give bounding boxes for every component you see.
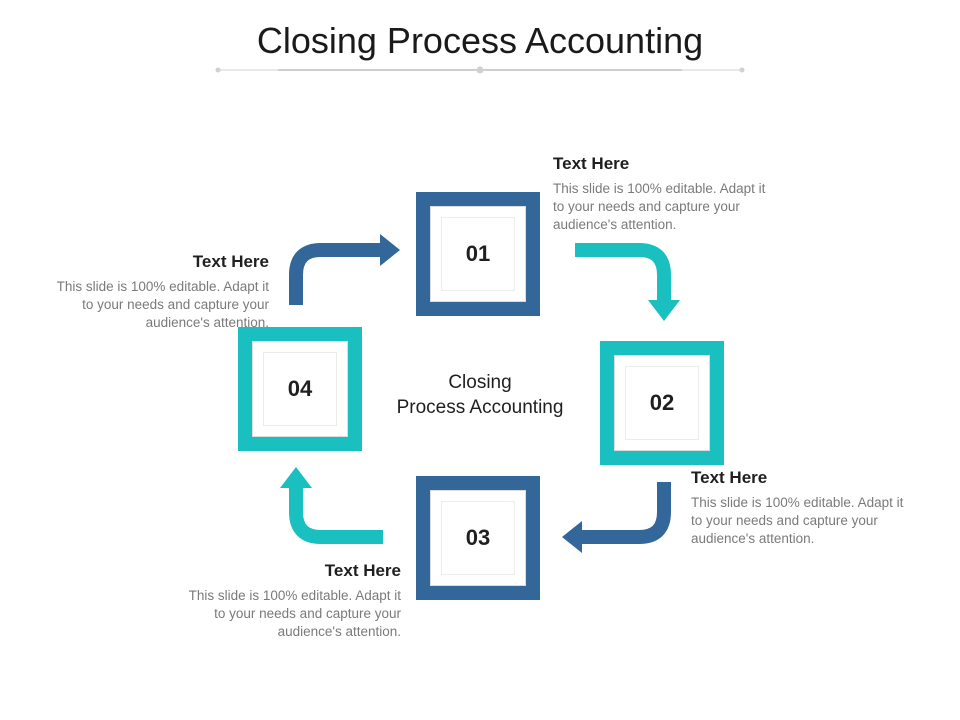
step-03-box: 03 [416, 476, 540, 600]
note-01-body: This slide is 100% editable. Adapt it to… [553, 181, 766, 232]
step-04-number: 04 [287, 376, 313, 401]
note-03: Text Here This slide is 100% editable. A… [176, 561, 401, 641]
note-02-heading: Text Here [691, 468, 768, 487]
step-03-number: 03 [465, 525, 491, 550]
note-04-body: This slide is 100% editable. Adapt it to… [56, 279, 269, 330]
arrow-02-to-03 [562, 482, 671, 553]
arrow-04-to-01 [289, 234, 400, 305]
center-label-line2: Process Accounting [396, 397, 564, 418]
note-04: Text Here This slide is 100% editable. A… [44, 252, 269, 332]
note-01-heading: Text Here [553, 154, 630, 173]
center-label-line1: Closing [448, 372, 512, 393]
step-04-box: 04 [238, 327, 362, 451]
note-04-heading: Text Here [192, 252, 269, 271]
slide-title: Closing Process Accounting [256, 20, 704, 61]
step-01-box: 01 [416, 192, 540, 316]
note-02-body: This slide is 100% editable. Adapt it to… [691, 495, 904, 546]
step-01-number: 01 [465, 241, 491, 266]
note-01: Text Here This slide is 100% editable. A… [553, 154, 778, 234]
arrow-03-to-04 [280, 467, 383, 544]
title-divider [215, 66, 745, 74]
note-03-body: This slide is 100% editable. Adapt it to… [188, 588, 401, 639]
arrow-01-to-02 [575, 243, 680, 321]
step-02-box: 02 [600, 341, 724, 465]
note-02: Text Here This slide is 100% editable. A… [691, 468, 916, 548]
center-label: Closing Process Accounting [368, 370, 592, 420]
note-03-heading: Text Here [324, 561, 401, 580]
step-02-number: 02 [649, 390, 675, 415]
